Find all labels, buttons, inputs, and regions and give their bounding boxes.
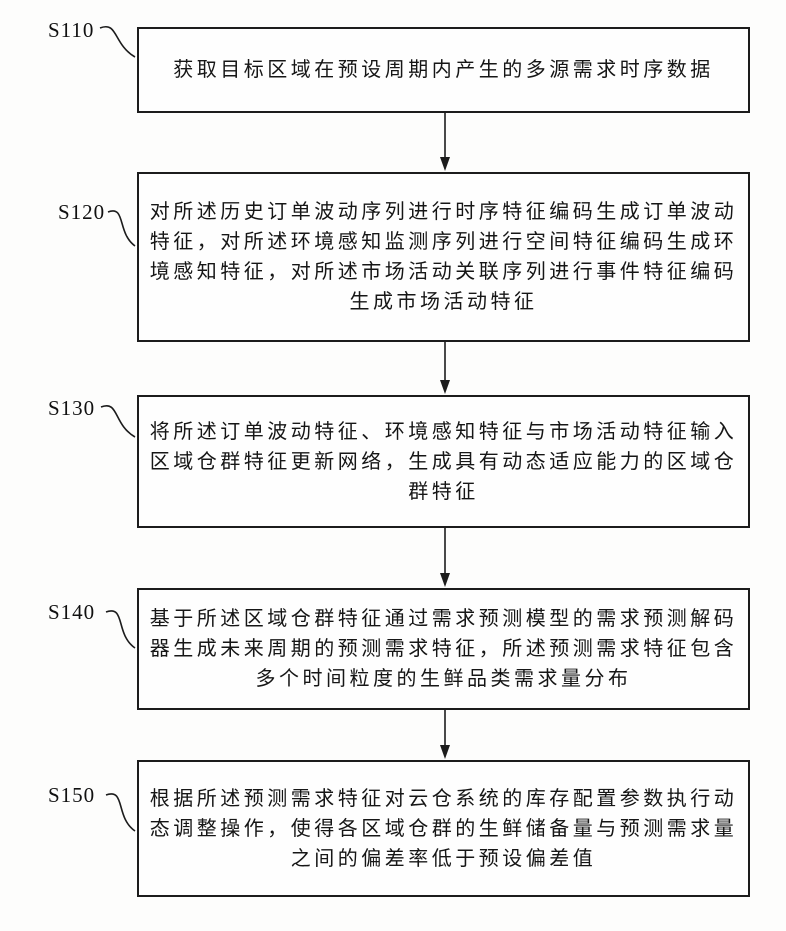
flow-box-text: 态调整操作，使得各区域仓群的生鲜储备量与预测需求量 xyxy=(149,817,738,840)
flow-arrow-4 xyxy=(440,710,450,759)
flow-box-text: 生成市场活动特征 xyxy=(349,291,538,313)
flow-box-text: 基于所述区域仓群特征通过需求预测模型的需求预测解码 xyxy=(149,608,738,630)
flow-box-text: 之间的偏差率低于预设偏差值 xyxy=(290,847,597,870)
step-label-s140: S140 xyxy=(48,600,96,624)
step-label-s130: S130 xyxy=(48,396,96,420)
flow-box-text: 器生成未来周期的预测需求特征，所述预测需求特征包含 xyxy=(149,638,738,660)
flow-box-s150: 根据所述预测需求特征对云仓系统的库存配置参数执行动 态调整操作，使得各区域仓群的… xyxy=(137,760,750,897)
step-label-s120: S120 xyxy=(58,200,106,224)
leader-line-s120 xyxy=(107,210,136,247)
leader-line-s140 xyxy=(105,610,136,649)
flow-box-s140: 基于所述区域仓群特征通过需求预测模型的需求预测解码 器生成未来周期的预测需求特征… xyxy=(137,588,750,710)
flow-box-s120: 对所述历史订单波动序列进行时序特征编码生成订单波动 特征，对所述环境感知监测序列… xyxy=(137,172,750,342)
flow-box-text: 区域仓群特征更新网络，生成具有动态适应能力的区域仓 xyxy=(149,450,738,473)
flow-box-s130: 将所述订单波动特征、环境感知特征与市场活动特征输入 区域仓群特征更新网络，生成具… xyxy=(137,395,750,528)
flow-box-text: 根据所述预测需求特征对云仓系统的库存配置参数执行动 xyxy=(149,787,738,810)
leader-line-s150 xyxy=(105,793,136,832)
flow-box-text: 将所述订单波动特征、环境感知特征与市场活动特征输入 xyxy=(149,420,738,443)
flow-box-text: 多个时间粒度的生鲜品类需求量分布 xyxy=(255,668,632,690)
flow-box-text: 群特征 xyxy=(408,480,479,503)
flow-box-text: 特征，对所述环境感知监测序列进行空间特征编码生成环 xyxy=(149,231,738,253)
leader-line-s110 xyxy=(99,25,136,58)
flow-box-text: 对所述历史订单波动序列进行时序特征编码生成订单波动 xyxy=(149,201,738,223)
flow-box-text: 境感知特征，对所述市场活动关联序列进行事件特征编码 xyxy=(149,261,738,283)
step-label-s150: S150 xyxy=(48,783,96,807)
flow-box-text: 获取目标区域在预设周期内产生的多源需求时序数据 xyxy=(173,59,714,81)
step-label-s110: S110 xyxy=(48,18,95,42)
flow-box-s110: 获取目标区域在预设周期内产生的多源需求时序数据 xyxy=(137,27,750,113)
flow-arrow-3 xyxy=(440,528,450,587)
leader-line-s130 xyxy=(100,404,136,438)
flow-arrow-1 xyxy=(440,113,450,171)
flow-arrow-2 xyxy=(440,342,450,394)
